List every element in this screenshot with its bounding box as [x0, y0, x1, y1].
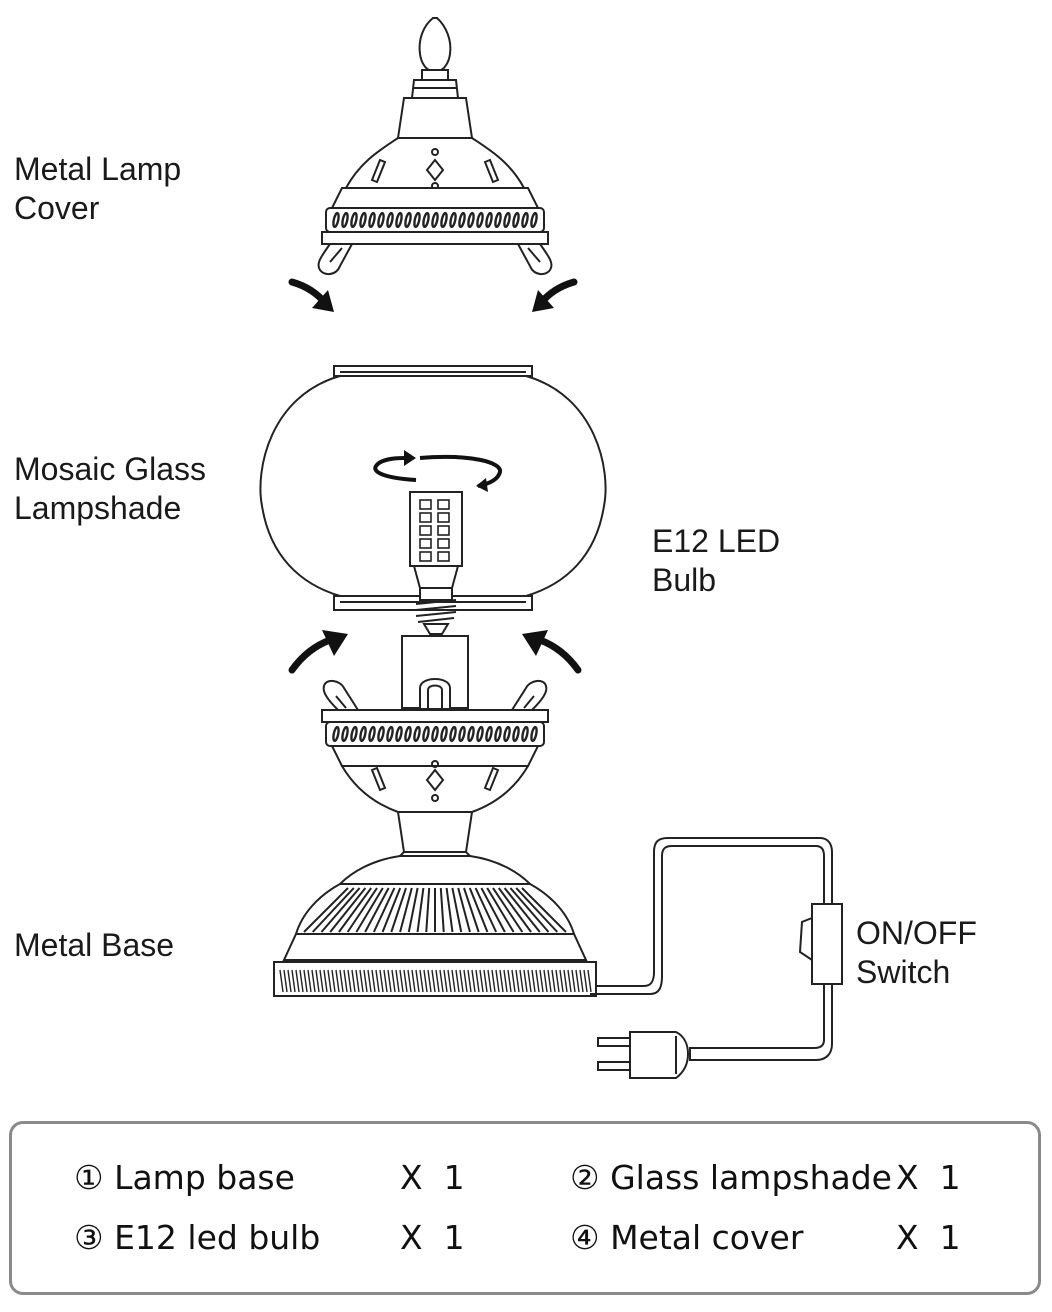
metal-lamp-cover-drawing — [317, 17, 553, 276]
metal-base-label-text: Metal Base — [14, 927, 175, 963]
arrowhead-top-left — [312, 290, 334, 312]
part-glass-lampshade: ② Glass lampshade — [570, 1158, 892, 1197]
lamp-assembly-diagram — [259, 17, 843, 1079]
part-e12-led-bulb-qty: X 1 — [400, 1218, 465, 1257]
arrowhead-bottom-right — [522, 630, 548, 656]
part-metal-cover: ④ Metal cover — [570, 1218, 804, 1257]
part-glass-lampshade-qty: X 1 — [896, 1158, 961, 1197]
mosaic-glass-lampshade-label-line2: Lampshade — [14, 490, 182, 526]
arrowhead-bottom-left — [322, 630, 348, 656]
on-off-switch-label-line1: ON/OFF — [856, 915, 977, 951]
part-e12-led-bulb: ③ E12 led bulb — [74, 1218, 321, 1257]
led-bulb-drawing — [373, 450, 502, 635]
on-off-switch-label-line2: Switch — [856, 954, 951, 990]
mosaic-glass-lampshade-label-line1: Mosaic Glass — [14, 451, 207, 487]
on-off-switch-label: ON/OFF Switch — [856, 914, 977, 992]
rotate-arrows-bottom — [288, 636, 582, 674]
arrowhead-top-right — [532, 290, 554, 312]
e12-led-bulb-label-line2: Bulb — [652, 562, 717, 598]
lamp-base-drawing — [273, 635, 597, 997]
part-lamp-base-qty: X 1 — [400, 1158, 465, 1197]
metal-lamp-cover-label: Metal Lamp Cover — [14, 150, 181, 228]
mosaic-glass-lampshade-label: Mosaic Glass Lampshade — [14, 450, 206, 528]
plug-drawing — [629, 1031, 690, 1079]
parts-list-box: ① Lamp base X 1 ② Glass lampshade X 1 ③ … — [9, 1121, 1041, 1295]
metal-base-label: Metal Base — [14, 926, 174, 965]
on-off-switch-drawing — [811, 903, 843, 985]
part-lamp-base: ① Lamp base — [74, 1158, 295, 1197]
e12-led-bulb-label-line1: E12 LED — [652, 523, 781, 559]
e12-led-bulb-label: E12 LED Bulb — [652, 522, 780, 600]
metal-lamp-cover-label-line1: Metal Lamp — [14, 151, 182, 187]
metal-lamp-cover-label-line2: Cover — [14, 190, 100, 226]
rotate-arrows-top — [288, 278, 578, 308]
part-metal-cover-qty: X 1 — [896, 1218, 961, 1257]
power-cord-drawing — [590, 837, 843, 1079]
